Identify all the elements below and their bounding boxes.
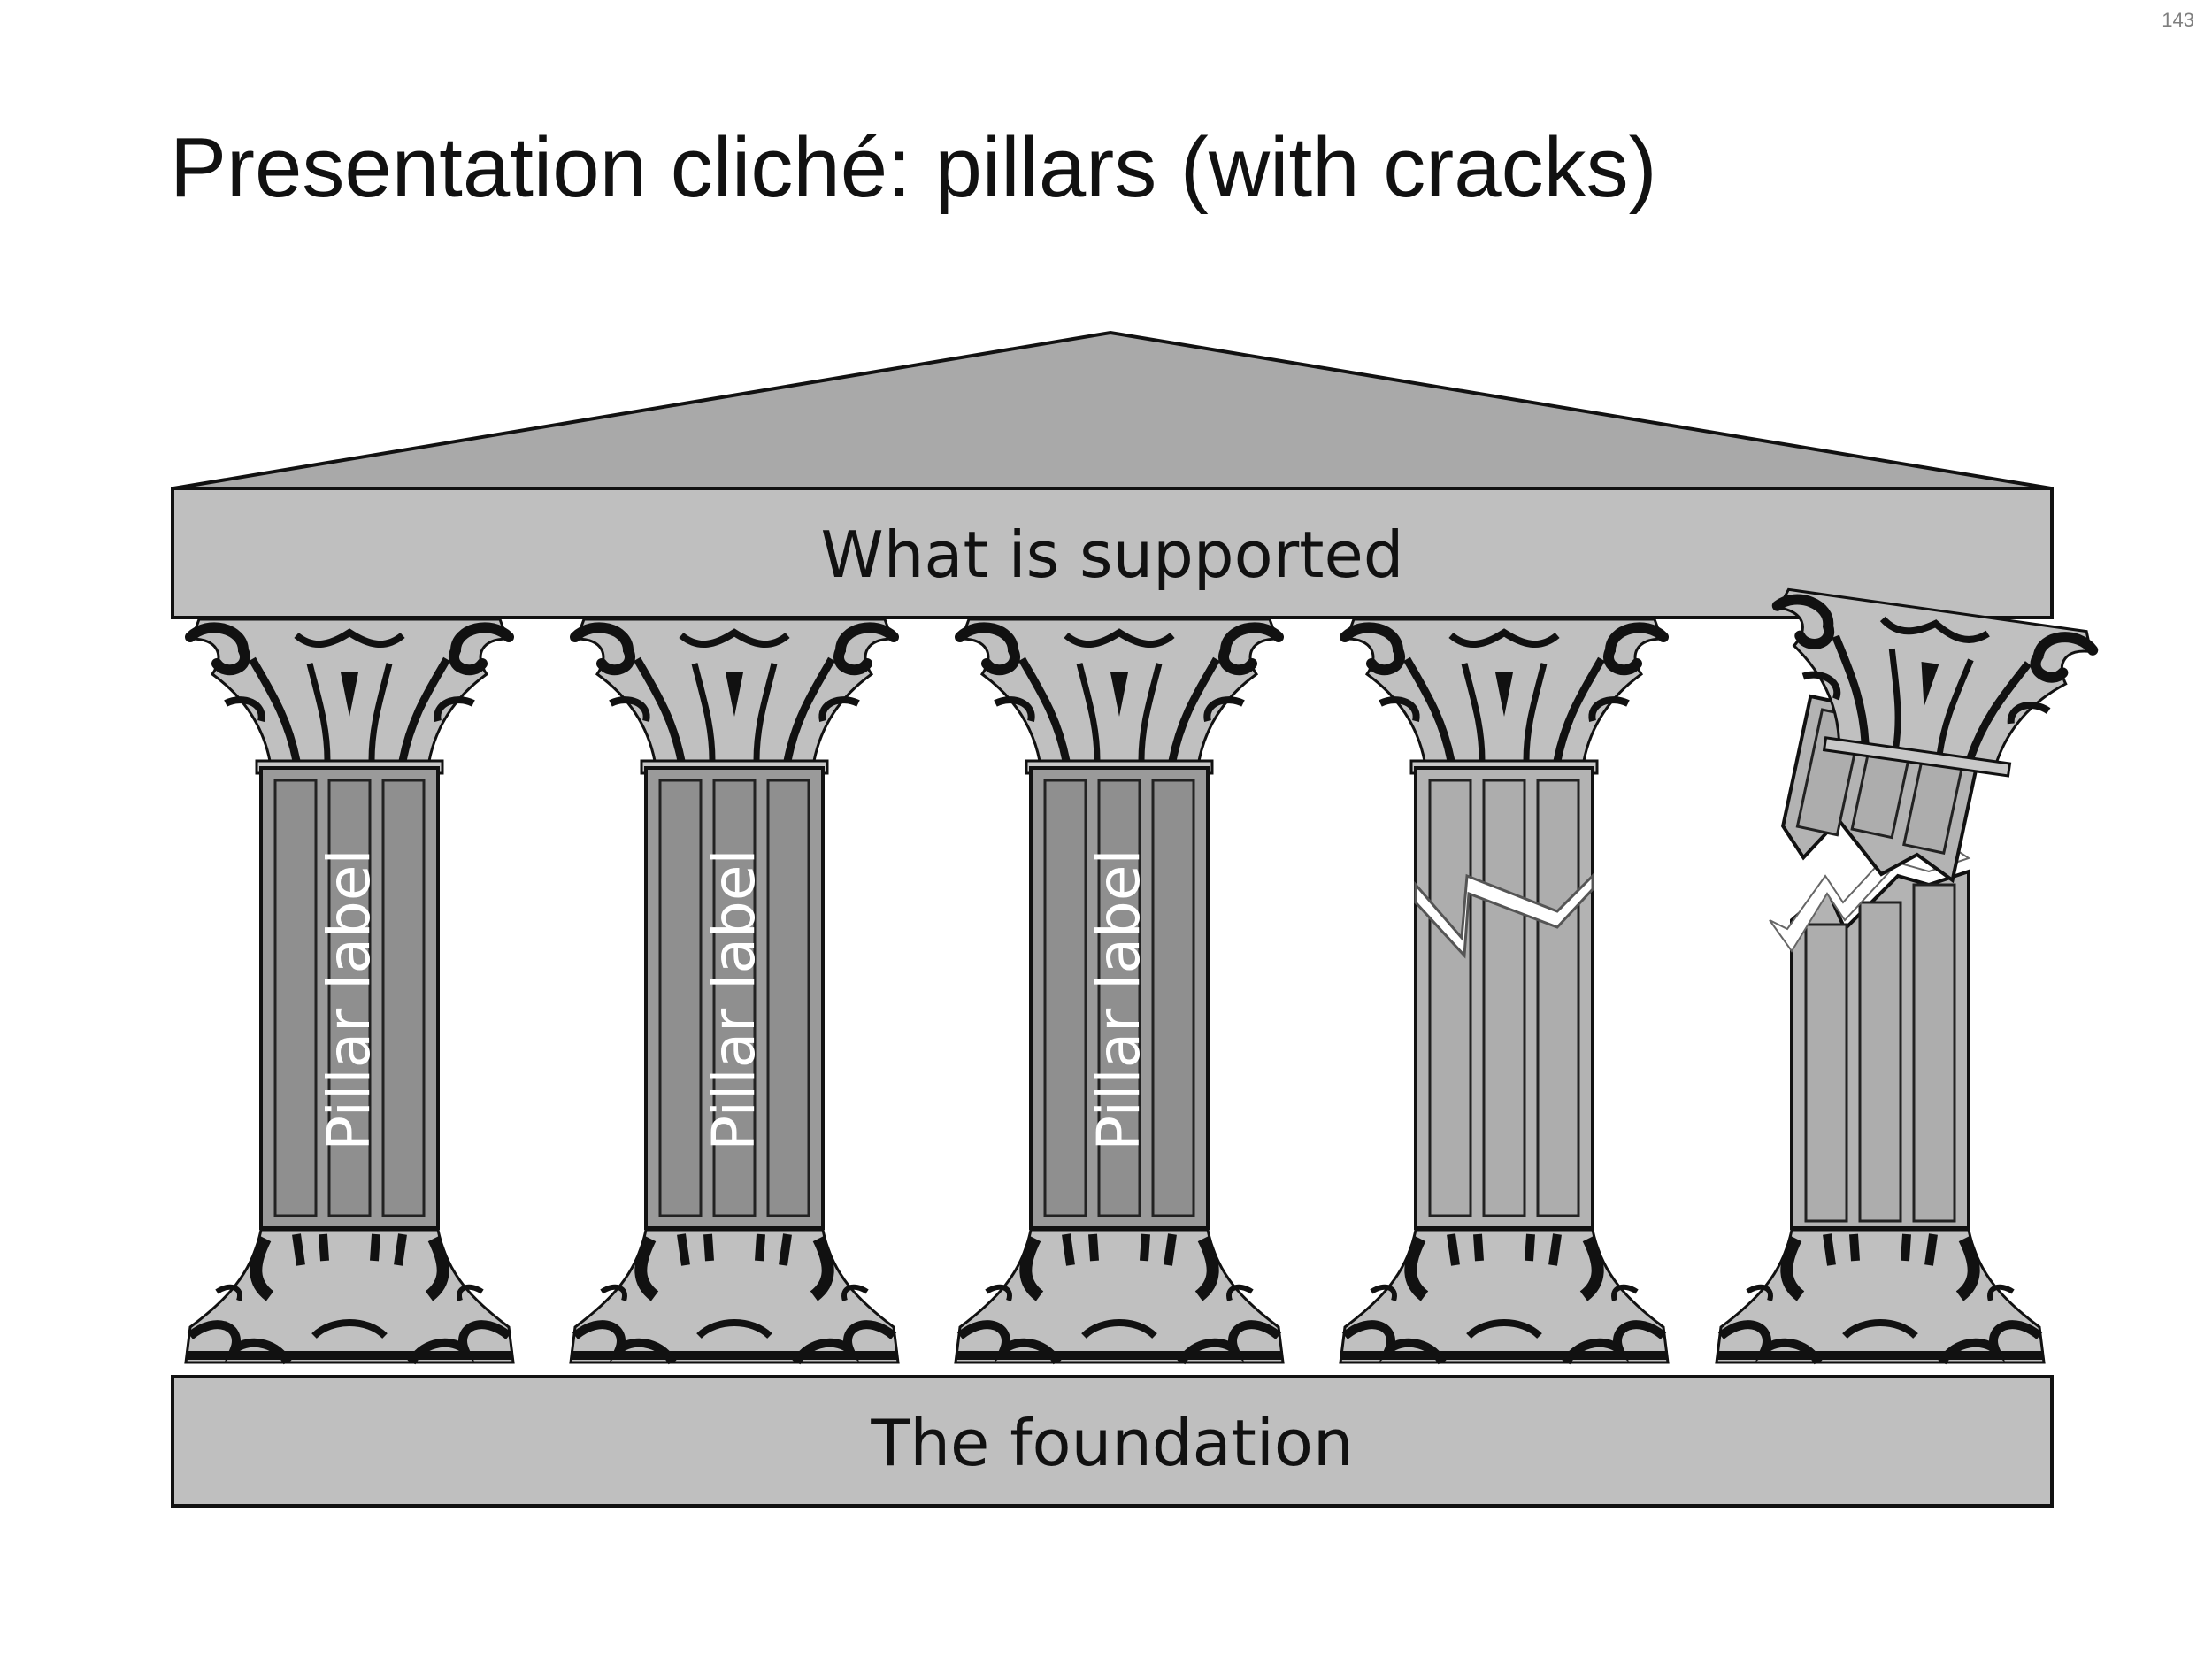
slide-title: Presentation cliché: pillars (with crack…: [170, 120, 1657, 215]
roof-label: What is supported: [821, 518, 1404, 592]
page-number: 143: [2162, 9, 2194, 31]
foundation-block: [171, 1375, 2054, 1508]
pillar-label-1: Pillar label: [315, 848, 383, 1151]
pillar-label-2: Pillar label: [700, 848, 768, 1151]
roof-beam: [171, 487, 2054, 619]
pillar-label-3: Pillar label: [1085, 848, 1153, 1151]
pillar-4-cracked: [1340, 619, 1668, 1362]
crack: [1414, 872, 1594, 959]
pillar-2: Pillar label: [571, 619, 898, 1362]
pillar-5-broken: [1717, 588, 2095, 1362]
pillar-1: Pillar label: [186, 619, 513, 1362]
foundation-label: The foundation: [870, 1406, 1353, 1480]
pillar-3: Pillar label: [956, 619, 1283, 1362]
pediment: [173, 330, 2052, 490]
